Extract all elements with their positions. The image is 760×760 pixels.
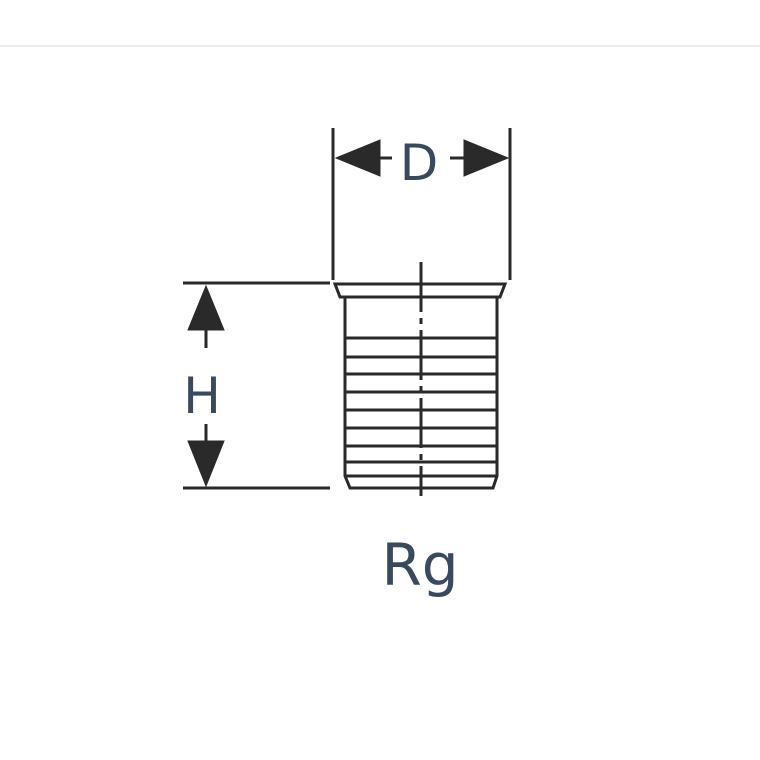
height-dimension [183, 281, 330, 490]
arrow-left-icon [334, 139, 381, 177]
arrow-up-icon [187, 284, 225, 331]
threaded-fitting [332, 262, 508, 496]
diameter-dimension [331, 128, 512, 280]
thread-label: Rg [381, 531, 458, 599]
arrow-right-icon [463, 139, 510, 177]
diameter-label: D [400, 134, 439, 192]
height-label: H [183, 367, 221, 425]
fitting-flange [332, 282, 508, 299]
arrow-down-icon [187, 440, 225, 488]
